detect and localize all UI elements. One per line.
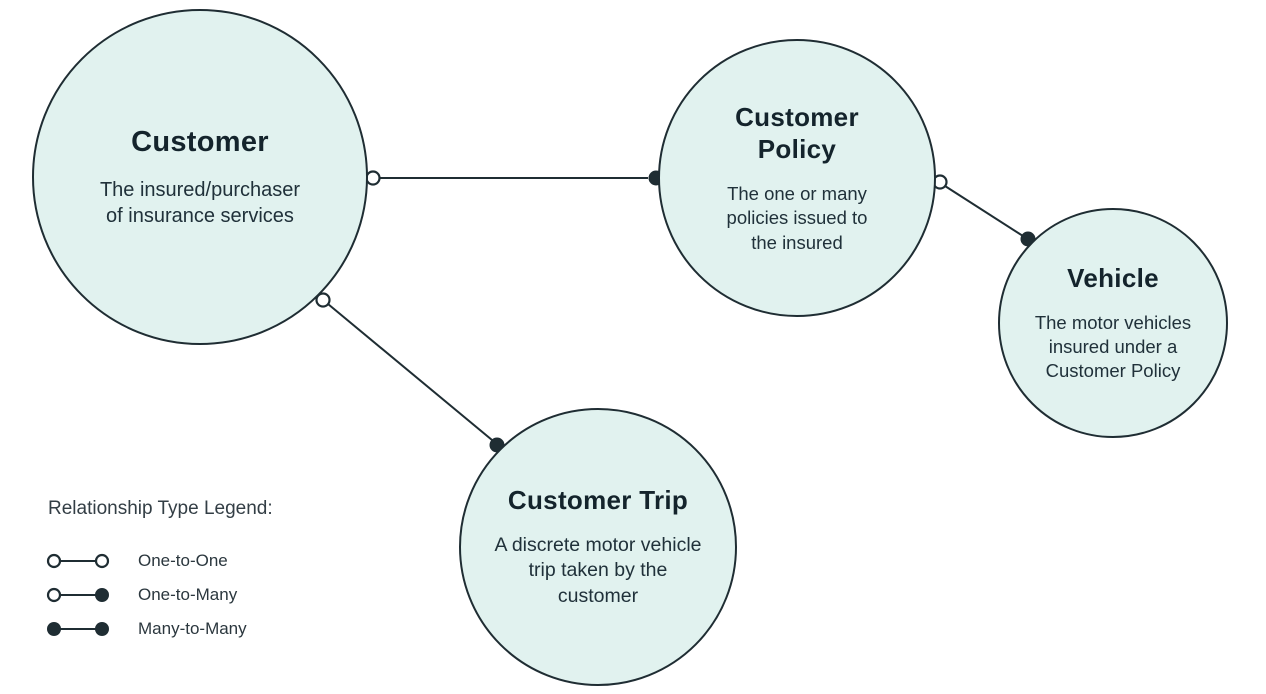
one-to-one-marker-icon [46,553,110,568]
entity-description-line: customer [557,585,639,608]
edge-customer-to-customer-trip [315,292,505,453]
entity-node-vehicle: Vehicle The motor vehicles insured under… [998,208,1228,438]
legend-rows: One-to-One One-to-Many Many-to-Many [46,550,273,639]
entity-title-line: Vehicle [1067,263,1159,294]
entity-title-line: Policy [757,134,837,165]
entity-title-line: Customer [131,126,269,159]
entity-title: Customer [131,124,269,160]
one-to-many-marker-icon [46,587,109,602]
entity-description: A discrete motor vehicle trip taken by t… [494,533,701,610]
entity-title: Vehicle [1067,262,1159,295]
entity-node-customer: Customer The insured/purchaser of insura… [32,9,368,345]
edge-endpoint-open-circle [365,170,381,186]
entity-description: The insured/purchaser of insurance servi… [100,177,300,230]
edge-customer-to-customer-policy [365,170,664,186]
legend-item-one-to-one: One-to-One [46,550,273,571]
entity-description: The one or many policies issued to the i… [727,182,868,255]
entity-description-line: trip taken by the [528,559,668,582]
entity-description-line: A discrete motor vehicle [494,533,702,556]
entity-description-line: The one or many [727,182,867,204]
edge-line [327,303,493,441]
entity-description-line: policies issued to [726,207,868,229]
entity-description-line: The insured/purchaser [99,178,301,201]
legend-item-label: Many-to-Many [138,618,247,638]
entity-title-line: Customer [735,101,859,132]
entity-node-customer-trip: Customer Trip A discrete motor vehicle t… [459,408,737,686]
edge-line [944,185,1024,237]
entity-description-line: Customer Policy [1045,360,1181,382]
legend-title: Relationship Type Legend: [48,498,273,519]
many-to-many-marker-icon [47,621,109,636]
entity-description-line: of insurance services [106,205,294,228]
legend-item-label: One-to-Many [138,584,238,604]
relationship-legend: Relationship Type Legend: One-to-One One… [46,498,273,639]
entity-title-line: Customer Trip [507,485,689,516]
entity-description-line: The motor vehicles [1034,311,1192,333]
edge-customer-policy-to-vehicle [932,174,1036,247]
entity-title: Customer Policy [735,101,859,166]
entity-description: The motor vehicles insured under a Custo… [1035,311,1191,384]
legend-item-label: One-to-One [138,550,228,570]
legend-item-many-to-many: Many-to-Many [46,618,273,639]
entity-node-customer-policy: Customer Policy The one or many policies… [658,39,936,317]
entity-description-line: insured under a [1048,336,1178,358]
entity-description-line: the insured [751,231,843,253]
entity-title: Customer Trip [508,484,688,517]
legend-item-one-to-many: One-to-Many [46,584,273,605]
